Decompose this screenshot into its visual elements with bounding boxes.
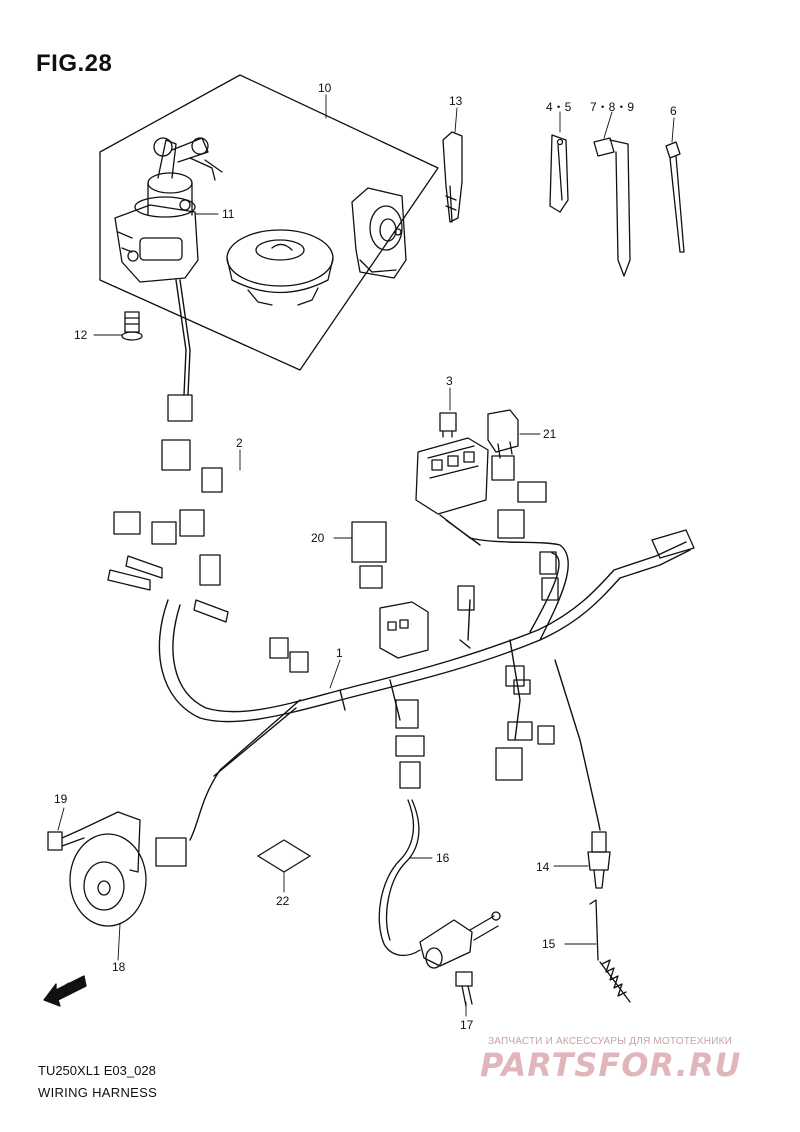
callout-11: 11	[222, 207, 235, 221]
harness-connectors	[107, 394, 695, 867]
callout-3: 3	[446, 374, 453, 388]
callout-22: 22	[276, 894, 290, 908]
callout-10: 10	[318, 81, 332, 95]
callout-18: 18	[112, 960, 126, 974]
spring-15-part	[589, 899, 631, 1003]
key-13-part	[442, 131, 463, 223]
figure-title: FIG.28	[36, 50, 113, 77]
callout-4-5: 4・5	[546, 100, 572, 114]
callout-15: 15	[542, 937, 556, 951]
callout-20: 20	[311, 531, 325, 545]
fuse-box-part	[415, 437, 489, 515]
callout-13: 13	[449, 94, 463, 108]
bolt-19-part	[47, 829, 85, 851]
ignition-switch-part	[114, 137, 223, 283]
relay-3-part	[439, 412, 457, 438]
callout-19: 19	[54, 792, 68, 806]
main-harness-part	[158, 279, 691, 841]
relay-21-part	[487, 409, 519, 459]
callout-leaders	[57, 94, 675, 1017]
ignition-kit-frame	[99, 74, 439, 371]
callout-7-8-9: 7・8・9	[590, 100, 635, 114]
watermark-tagline: ЗАПЧАСТИ И АКСЕССУАРЫ ДЛЯ МОТОТЕХНИКИ	[488, 1036, 733, 1047]
callout-12: 12	[74, 328, 88, 342]
label-sticker-22	[257, 839, 311, 873]
seat-lock-part	[351, 187, 407, 279]
clamp-band-7-8-9-part	[593, 137, 631, 277]
forward-arrow-icon	[43, 975, 87, 1007]
callout-16: 16	[436, 851, 450, 865]
cable-tie-6-part	[665, 141, 685, 253]
bolt-12-part	[121, 311, 143, 341]
callout-2: 2	[236, 436, 243, 450]
callout-14: 14	[536, 860, 550, 874]
rear-brake-switch-part	[378, 799, 501, 969]
section-name: WIRING HARNESS	[38, 1085, 158, 1100]
bolt-17-part	[455, 971, 473, 1007]
neutral-switch-14-part	[587, 831, 611, 889]
callout-21: 21	[543, 427, 557, 441]
callout-6: 6	[670, 104, 677, 118]
fuel-cap-part	[226, 229, 334, 306]
callout-1: 1	[336, 646, 343, 660]
model-code: TU250XL1 E03_028	[38, 1063, 156, 1078]
horn-18-part	[69, 811, 147, 927]
callout-17: 17	[460, 1018, 474, 1032]
watermark-logo: PARTSFOR.RU	[480, 1046, 742, 1084]
clamp-4-5-part	[549, 134, 569, 213]
